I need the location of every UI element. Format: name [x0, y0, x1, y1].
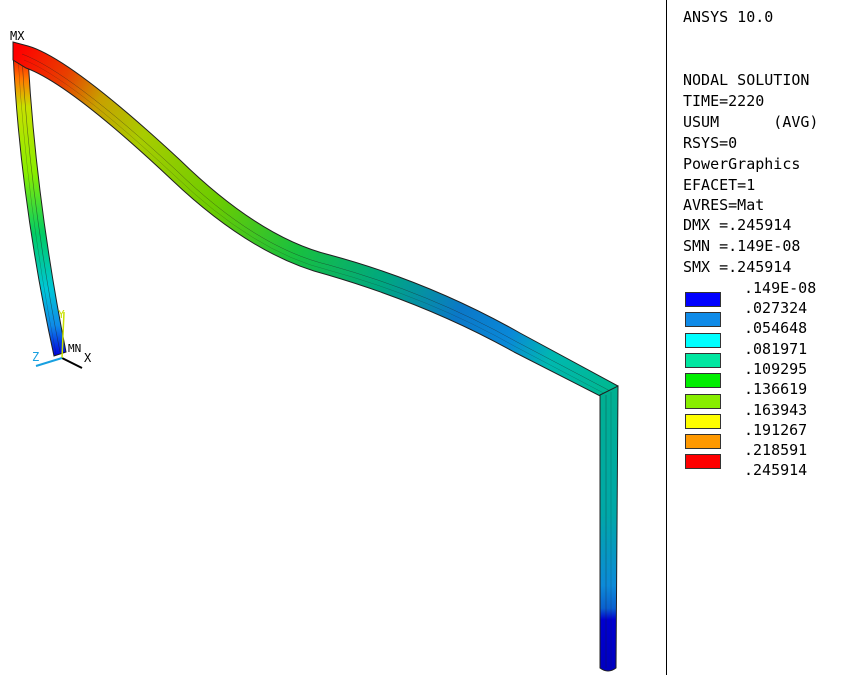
- info-line: AVRES=Mat: [683, 196, 765, 214]
- legend-swatch: [685, 454, 721, 470]
- legend-value: .163943: [744, 400, 808, 419]
- contour-plot[interactable]: MX X Y Z MN: [0, 0, 665, 675]
- coordinate-triad: X Y Z MN: [32, 308, 92, 369]
- info-line: TIME=2220: [683, 92, 765, 110]
- top-rafter: [12, 41, 619, 403]
- right-column: [599, 385, 619, 672]
- left-column: [12, 51, 67, 357]
- info-line: EFACET=1: [683, 176, 756, 194]
- legend-value: .081971: [744, 339, 808, 358]
- legend-value: .218591: [744, 441, 808, 460]
- info-line: SMX =.245914: [683, 258, 792, 276]
- info-line: USUM (AVG): [683, 113, 819, 131]
- legend-swatch: [685, 393, 721, 409]
- legend-value: .245914: [744, 461, 808, 480]
- legend-swatch: [685, 434, 721, 450]
- info-line: NODAL SOLUTION: [683, 71, 810, 89]
- info-line: DMX =.245914: [683, 216, 792, 234]
- svg-text:MN: MN: [68, 342, 81, 355]
- legend-swatch: [685, 332, 721, 348]
- panel-divider: [666, 0, 667, 675]
- info-panel: ANSYS 10.0 NODAL SOLUTION TIME=2220 USUM…: [668, 0, 853, 675]
- graphics-viewport[interactable]: MX X Y Z MN: [0, 0, 665, 675]
- max-marker: MX: [10, 29, 25, 43]
- legend-swatch: [685, 352, 721, 368]
- legend-value: .054648: [744, 319, 808, 338]
- legend-value: .027324: [744, 299, 808, 317]
- legend-value: .191267: [744, 420, 808, 439]
- legend-value: .136619: [744, 380, 808, 399]
- legend-swatch: [685, 413, 721, 429]
- info-line: RSYS=0: [683, 134, 738, 152]
- legend-swatch: [685, 292, 721, 307]
- legend-value: .109295: [744, 359, 808, 378]
- svg-text:Z: Z: [32, 350, 39, 364]
- legend-swatch: [685, 373, 721, 389]
- svg-text:Y: Y: [58, 308, 65, 321]
- legend-swatch: [685, 312, 721, 328]
- info-line: SMN =.149E-08: [683, 237, 801, 255]
- program-title: ANSYS 10.0: [683, 8, 774, 26]
- info-line: PowerGraphics: [683, 155, 801, 173]
- legend-min-label: .149E-08: [744, 279, 817, 297]
- svg-text:X: X: [84, 351, 92, 365]
